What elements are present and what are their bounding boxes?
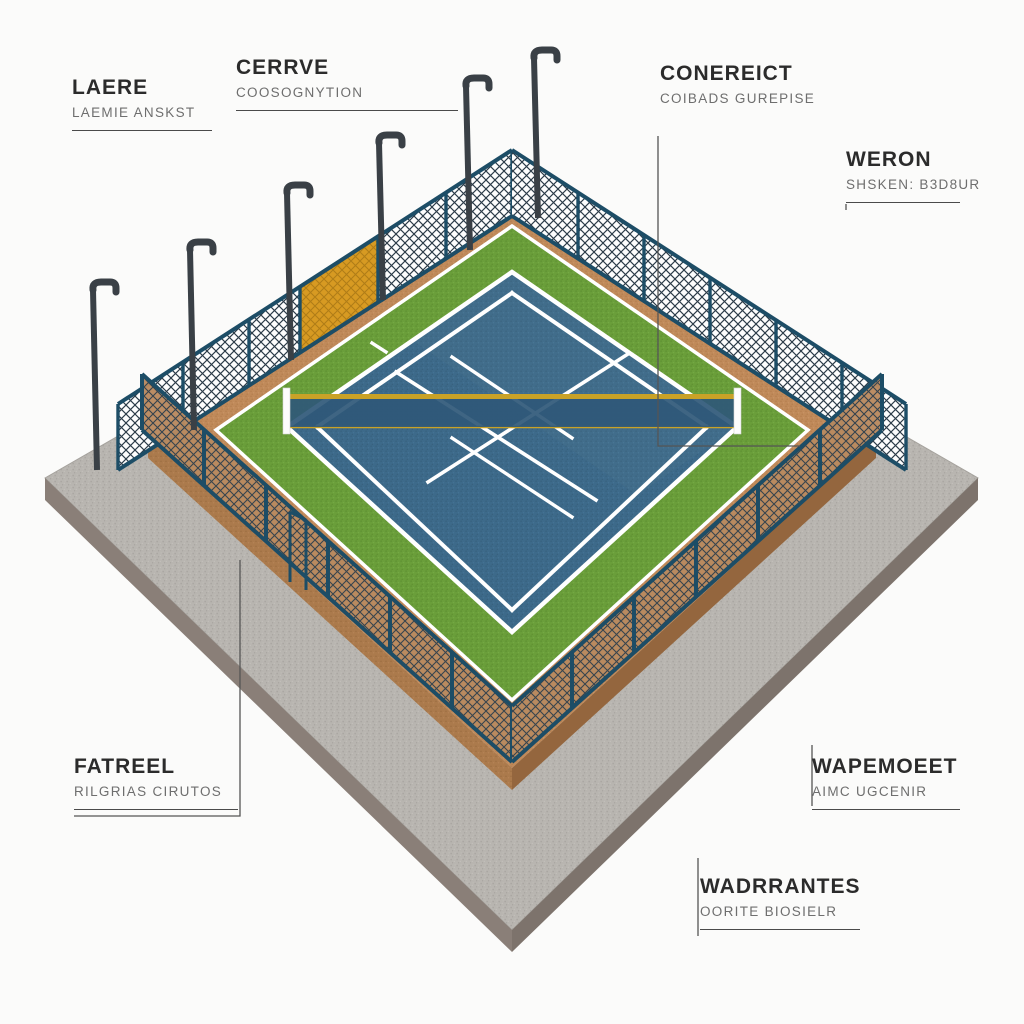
center-service-line-near [449, 435, 575, 520]
light-poles [89, 46, 561, 471]
net-top-tape [287, 394, 737, 399]
callout-conereict[interactable]: CONEREICT COIBADS GUREPISE [660, 62, 815, 117]
blue-playing-surface [287, 272, 737, 632]
callout-wadrrantes-subtitle: OORITE BIOSIELR [700, 904, 838, 920]
callout-wadrrantes-title: WADRRANTES [700, 875, 861, 898]
callout-cerrve-rule [236, 110, 458, 112]
callout-laere[interactable]: LAERE LAEMIE ANSKST [72, 76, 212, 132]
net-post-left [282, 387, 291, 435]
light-pole-6 [530, 46, 561, 219]
fence-near-left-top-rail [140, 372, 514, 708]
callout-wadrrantes[interactable]: WADRRANTES OORITE BIOSIELR [700, 875, 861, 931]
light-pole-5 [462, 74, 493, 251]
net-post-right [733, 387, 742, 435]
light-pole-2 [186, 238, 217, 431]
blue-court-far-half [412, 272, 737, 495]
callout-laere-title: LAERE [72, 76, 149, 99]
callout-wapemoeet-rule [812, 809, 960, 811]
callout-weron-title: WERON [846, 148, 932, 171]
callout-fatreel-rule [74, 809, 238, 811]
leader-conereict [657, 136, 800, 447]
fence-far-right-run [510, 148, 908, 472]
leader-fatreel [74, 560, 241, 817]
callout-wapemoeet[interactable]: WAPEMOEET AIMC UGCENIR [812, 755, 960, 811]
tan-pad-right-wall [512, 436, 876, 790]
annotation-leader-lines [74, 136, 847, 936]
fence-near-right-top-rail [510, 372, 884, 708]
light-pole-1 [89, 278, 120, 471]
light-pole-4 [375, 131, 406, 301]
singles-sideline-right-near [509, 424, 710, 613]
singles-sideline-left-near [314, 424, 515, 613]
callout-wadrrantes-rule [700, 929, 860, 931]
tan-pad-left-wall [148, 436, 512, 790]
callout-fatreel-subtitle: RILGRIAS CIRUTOS [74, 784, 223, 800]
callout-fatreel[interactable]: FATREEL RILGRIAS CIRUTOS [74, 755, 238, 811]
callout-cerrve-subtitle: COOSOGNYTION [236, 85, 364, 101]
callout-wapemoeet-title: WAPEMOEET [812, 755, 958, 778]
windscreen-panel [300, 236, 378, 352]
callout-wapemoeet-subtitle: AIMC UGCENIR [812, 784, 928, 800]
callout-laere-subtitle: LAEMIE ANSKST [72, 105, 196, 121]
callout-weron[interactable]: WERON SHSKEN: B3D8UR [846, 148, 981, 204]
callout-conereict-title: CONEREICT [660, 62, 793, 85]
fence-gate-detail [288, 510, 308, 590]
net-mesh-body [287, 399, 737, 427]
callout-conereict-subtitle: COIBADS GUREPISE [660, 91, 816, 107]
fence-near-right-run [510, 372, 884, 764]
light-pole-3 [283, 181, 314, 361]
concrete-right-edge [512, 478, 978, 952]
callout-fatreel-title: FATREEL [74, 755, 176, 778]
callout-cerrve[interactable]: CERRVE COOSOGNYTION [236, 56, 458, 112]
callout-laere-rule [72, 130, 212, 132]
fence-near-right-posts [570, 374, 884, 708]
callout-cerrve-title: CERRVE [236, 56, 330, 79]
callout-weron-subtitle: SHSKEN: B3D8UR [846, 177, 981, 193]
fence-near-left-run [140, 372, 514, 764]
center-mark-far [369, 340, 389, 355]
concrete-left-edge [45, 478, 512, 952]
tennis-net [282, 387, 742, 435]
service-line-far [393, 369, 599, 503]
callout-weron-rule [846, 202, 960, 204]
